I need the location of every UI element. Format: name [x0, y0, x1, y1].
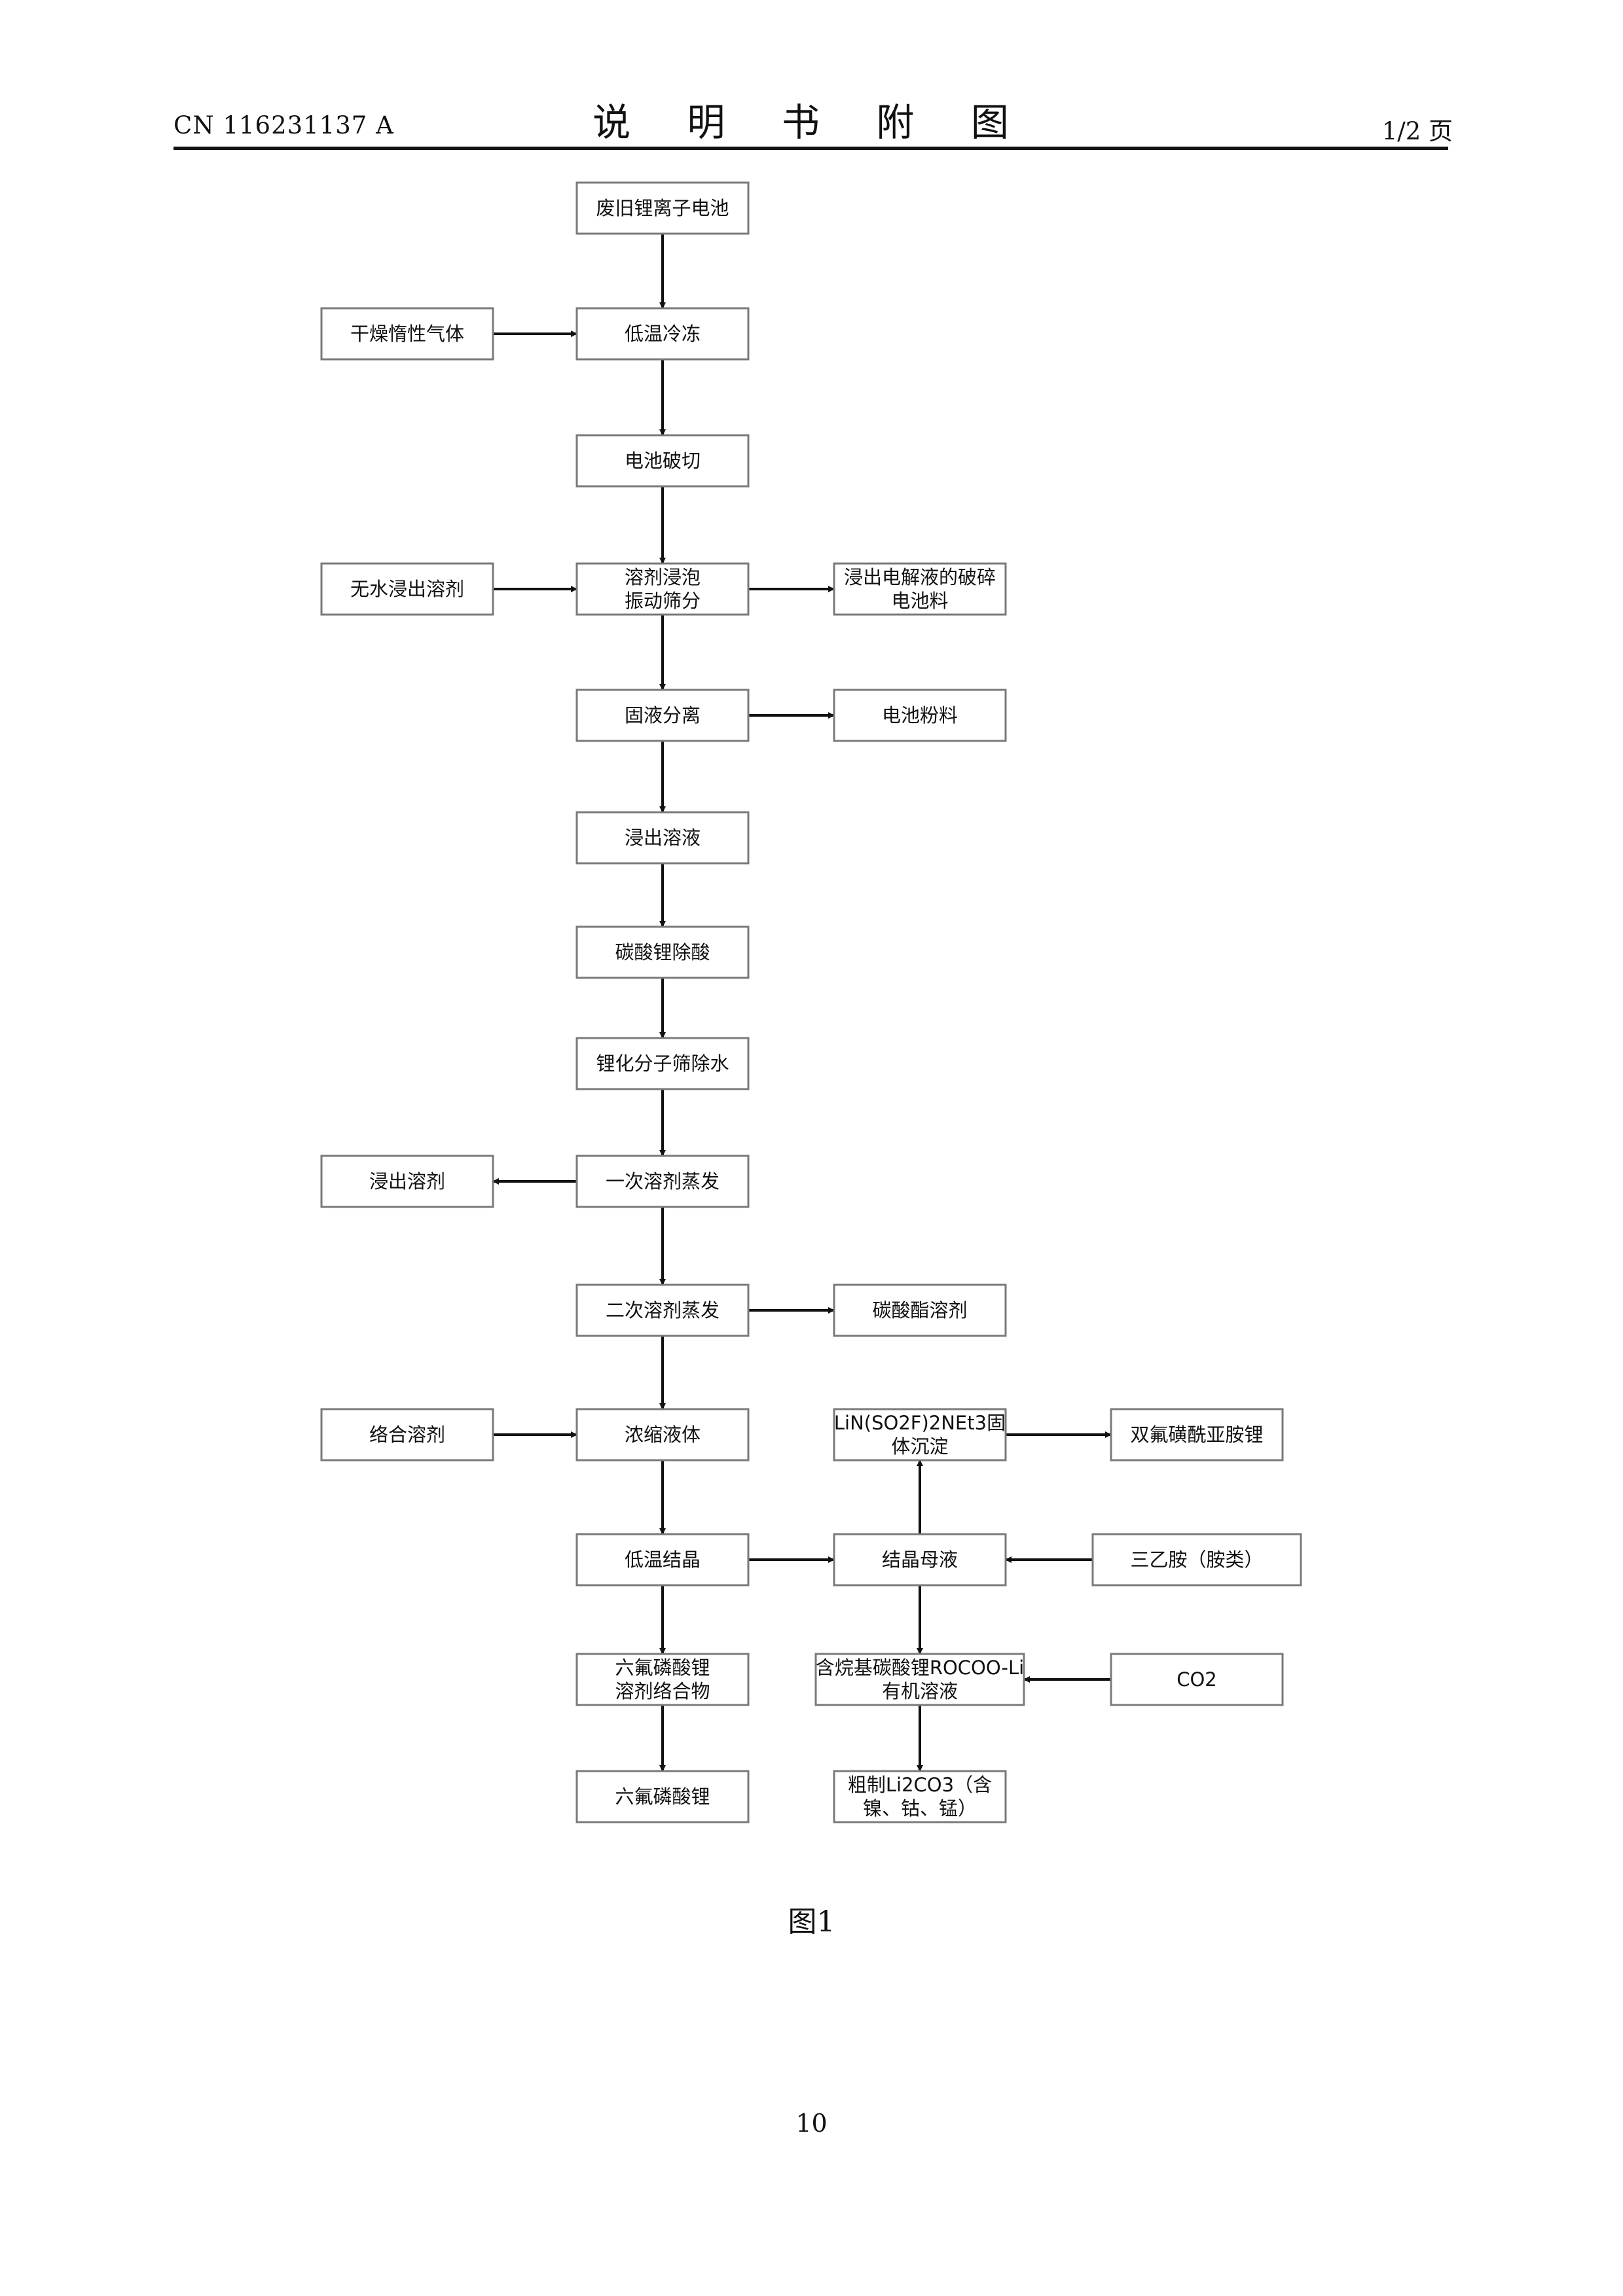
- step-label: 电池破切: [625, 450, 701, 472]
- flow-step-n8: 固液分离: [575, 689, 750, 742]
- step-box: [320, 1155, 494, 1208]
- step-label: 碳酸锂除酸: [615, 941, 710, 963]
- step-label: 络合溶剂: [369, 1424, 445, 1446]
- step-box: [575, 1533, 750, 1587]
- step-box: [320, 562, 494, 616]
- step-label: CO2: [1176, 1668, 1217, 1691]
- step-label: 体沉淀: [891, 1435, 948, 1458]
- flow-step-n10: 浸出溶液: [575, 811, 750, 865]
- flow-step-n11: 碳酸锂除酸: [575, 925, 750, 979]
- step-label: 废旧锂离子电池: [596, 197, 729, 219]
- step-box: [575, 689, 750, 742]
- page-number: 10: [795, 2109, 828, 2138]
- step-label: 低温结晶: [625, 1549, 701, 1571]
- step-box: [833, 689, 1007, 742]
- step-box: [833, 1283, 1007, 1337]
- flow-step-n5: 无水浸出溶剂: [320, 562, 494, 616]
- step-label: 干燥惰性气体: [350, 323, 464, 345]
- step-label: LiN(SO2F)2NEt3固: [834, 1412, 1006, 1434]
- flow-step-n27: 六氟磷酸锂: [575, 1770, 750, 1823]
- step-label: 粗制Li2CO3（含: [848, 1774, 992, 1796]
- flow-step-n4: 电池破切: [575, 434, 750, 488]
- step-label: 结晶母液: [882, 1549, 958, 1571]
- step-box: [575, 562, 750, 616]
- step-label: 双氟磺酰亚胺锂: [1130, 1424, 1263, 1446]
- flow-step-n23: 三乙胺（胺类）: [1091, 1533, 1302, 1587]
- step-label: 镍、钴、锰）: [863, 1797, 977, 1820]
- step-box: [575, 1653, 750, 1706]
- step-box: [575, 1155, 750, 1208]
- flow-step-n26: CO2: [1110, 1653, 1284, 1706]
- step-box: [1110, 1653, 1284, 1706]
- step-label: 浓缩液体: [625, 1424, 701, 1446]
- flow-step-n17: 络合溶剂: [320, 1408, 494, 1462]
- step-label: 有机溶液: [882, 1680, 958, 1702]
- step-box: [320, 307, 494, 361]
- step-label: 固液分离: [625, 704, 701, 726]
- step-label: 振动筛分: [625, 590, 701, 612]
- flow-step-n14: 一次溶剂蒸发: [575, 1155, 750, 1208]
- step-label: 溶剂浸泡: [625, 566, 701, 588]
- step-box: [575, 1283, 750, 1337]
- step-label: 电池料: [891, 590, 948, 612]
- page-count: 1/2 页: [1381, 117, 1453, 145]
- step-box: [575, 811, 750, 865]
- step-box: [814, 1653, 1025, 1706]
- step-box: [1091, 1533, 1302, 1587]
- step-label: 含烷基碳酸锂ROCOO-Li: [816, 1657, 1024, 1679]
- step-label: 六氟磷酸锂: [615, 1785, 710, 1808]
- step-label: 浸出溶液: [625, 827, 701, 849]
- step-box: [833, 1408, 1007, 1462]
- step-label: 电池粉料: [882, 704, 958, 726]
- step-label: 三乙胺（胺类）: [1130, 1549, 1263, 1571]
- flow-step-n15: 二次溶剂蒸发: [575, 1283, 750, 1337]
- step-label: 二次溶剂蒸发: [606, 1299, 720, 1321]
- section-title: 说 明 书 附 图: [593, 100, 1031, 145]
- figure-caption: 图1: [788, 1905, 835, 1939]
- flow-step-n2: 干燥惰性气体: [320, 307, 494, 361]
- step-box: [320, 1408, 494, 1462]
- flow-step-n22: 结晶母液: [833, 1533, 1007, 1587]
- header-rule: [173, 147, 1448, 150]
- step-box: [833, 1770, 1007, 1823]
- flow-step-n12: 锂化分子筛除水: [575, 1037, 750, 1090]
- step-label: 六氟磷酸锂: [615, 1657, 710, 1679]
- step-box: [575, 925, 750, 979]
- flow-step-n16: 碳酸酯溶剂: [833, 1283, 1007, 1337]
- step-label: 无水浸出溶剂: [350, 578, 464, 600]
- flow-step-n1: 废旧锂离子电池: [575, 181, 750, 235]
- step-box: [575, 1037, 750, 1090]
- step-box: [575, 1770, 750, 1823]
- flow-step-n28: 粗制Li2CO3（含镍、钴、锰）: [833, 1770, 1007, 1823]
- step-box: [833, 1533, 1007, 1587]
- step-label: 溶剂络合物: [615, 1680, 710, 1702]
- step-box: [575, 307, 750, 361]
- step-label: 浸出电解液的破碎: [844, 566, 996, 588]
- flow-step-n21: 低温结晶: [575, 1533, 750, 1587]
- patent-number: CN 116231137 A: [173, 111, 394, 139]
- step-label: 低温冷冻: [625, 323, 701, 345]
- step-box: [833, 562, 1007, 616]
- step-label: 碳酸酯溶剂: [872, 1299, 967, 1321]
- flow-step-n18: 浓缩液体: [575, 1408, 750, 1462]
- flow-step-n13: 浸出溶剂: [320, 1155, 494, 1208]
- flow-step-n9: 电池粉料: [833, 689, 1007, 742]
- flow-step-n3: 低温冷冻: [575, 307, 750, 361]
- flow-step-n20: 双氟磺酰亚胺锂: [1110, 1408, 1284, 1462]
- step-box: [575, 1408, 750, 1462]
- step-box: [575, 181, 750, 235]
- step-box: [575, 434, 750, 488]
- step-label: 一次溶剂蒸发: [606, 1170, 720, 1193]
- step-label: 锂化分子筛除水: [596, 1052, 729, 1075]
- step-box: [1110, 1408, 1284, 1462]
- step-label: 浸出溶剂: [369, 1170, 445, 1193]
